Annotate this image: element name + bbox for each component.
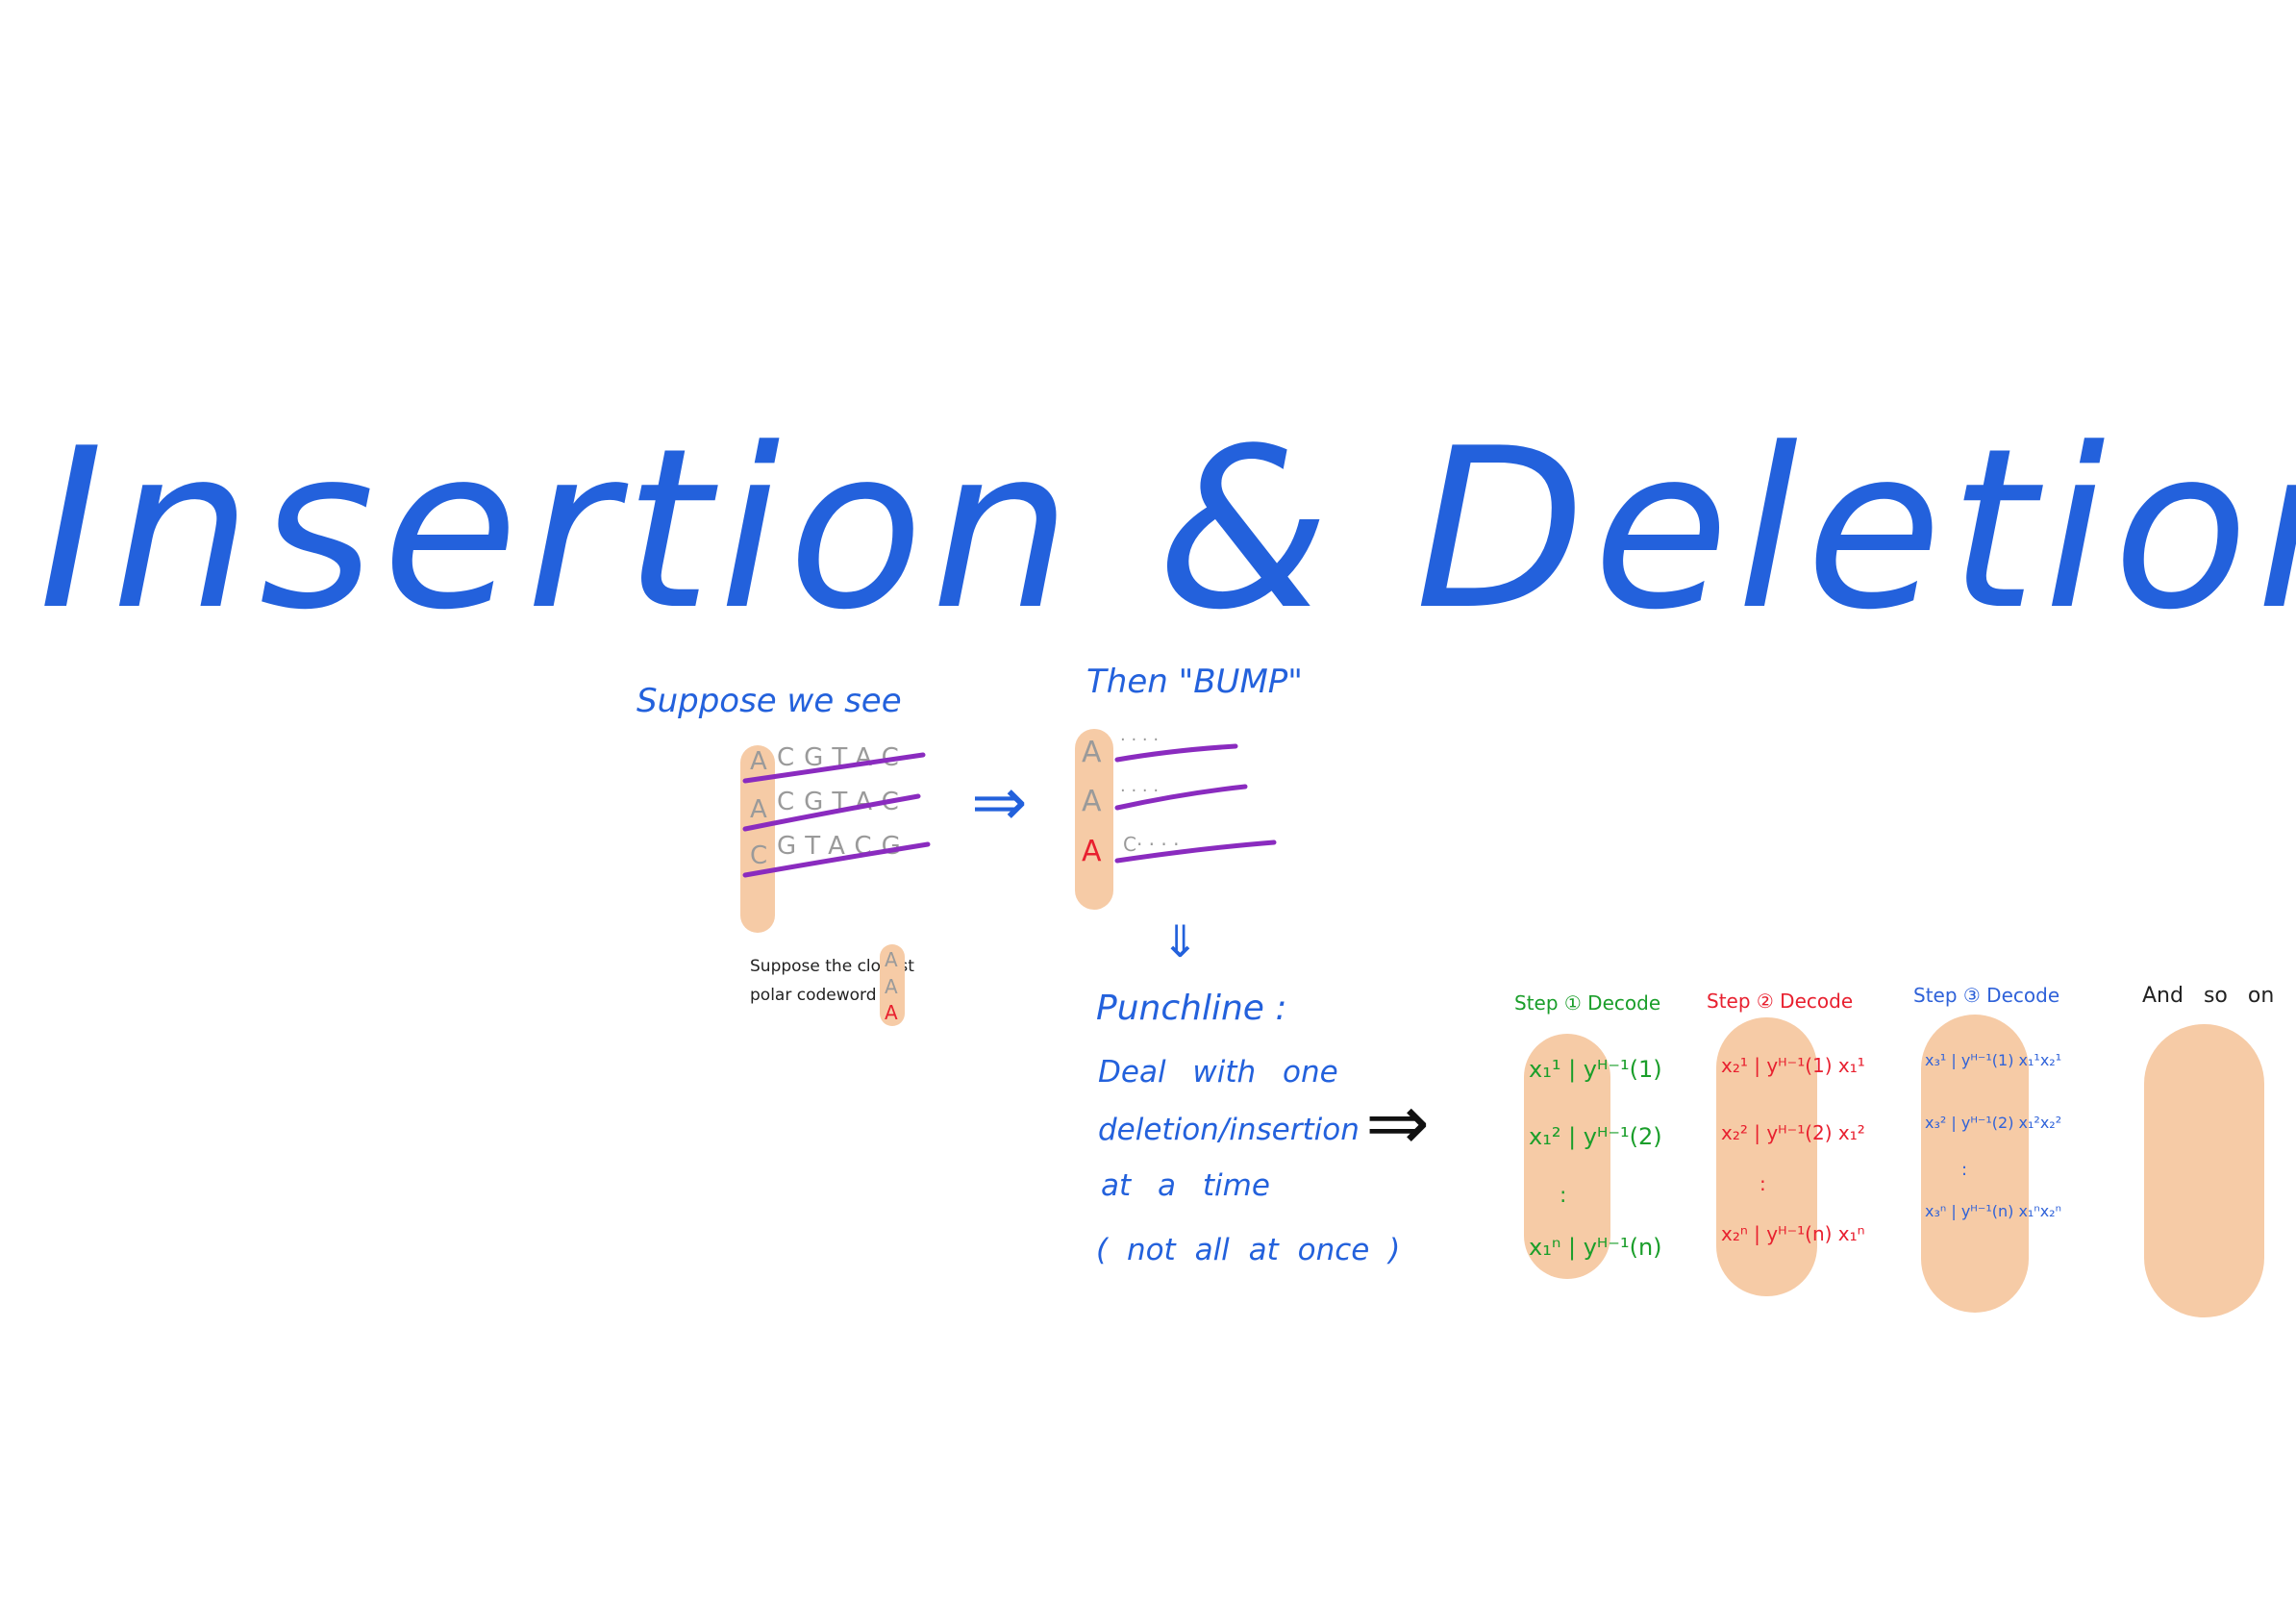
punchline-line-2: deletion/insertion bbox=[1098, 1113, 1360, 1147]
page-title: Insertion & Deletion bbox=[38, 402, 2296, 659]
bump-peach-column bbox=[1075, 729, 1113, 910]
step-1-row-3: : bbox=[1560, 1184, 1566, 1208]
left-row-3-first: C bbox=[750, 841, 767, 870]
bump-row-3-line bbox=[1114, 840, 1277, 864]
step-3-row-4: x₃ⁿ | yᴴ⁻¹(n) x₁ⁿx₂ⁿ bbox=[1925, 1202, 2061, 1220]
bump-row-2-first: A bbox=[1082, 785, 1102, 818]
step-3: Step ③ Decode x₃¹ | yᴴ⁻¹(1) x₁¹x₂¹ x₃² |… bbox=[1913, 984, 2061, 1313]
step-1-label: Step ① Decode bbox=[1514, 991, 1660, 1015]
left-note-line1: Suppose the closest bbox=[750, 957, 914, 976]
step-2-peach bbox=[1716, 1017, 1817, 1296]
step-2-row-1: x₂¹ | yᴴ⁻¹(1) x₁¹ bbox=[1721, 1054, 1865, 1077]
left-row-2-line bbox=[742, 793, 921, 832]
step-3-peach bbox=[1921, 1015, 2029, 1313]
step-1-row-4: x₁ⁿ | yᴴ⁻¹(n) bbox=[1529, 1234, 1662, 1261]
bump-row-2-line bbox=[1114, 784, 1248, 811]
bump-row-1-line bbox=[1114, 743, 1238, 763]
codeword-a-3: A bbox=[885, 1001, 898, 1024]
left-row-3-line bbox=[742, 841, 931, 878]
step-1: Step ① Decode x₁¹ | yᴴ⁻¹(1) x₁² | yᴴ⁻¹(2… bbox=[1514, 991, 1662, 1279]
left-row-3-rest: GTACG bbox=[777, 832, 911, 861]
punchline-line-3: at a time bbox=[1101, 1168, 1270, 1203]
step-3-row-3: : bbox=[1961, 1160, 1967, 1180]
implies-arrow-1: ⇒ bbox=[971, 763, 1028, 841]
left-note-line2: polar codeword is bbox=[750, 986, 895, 1005]
step-2: Step ② Decode x₂¹ | yᴴ⁻¹(1) x₁¹ x₂² | yᴴ… bbox=[1707, 990, 1865, 1296]
punchline-line-1: Deal with one bbox=[1098, 1055, 1338, 1090]
bump-row-2-rest: · · · · bbox=[1120, 781, 1159, 801]
step-2-row-4: x₂ⁿ | yᴴ⁻¹(n) x₁ⁿ bbox=[1721, 1222, 1865, 1245]
punchline-line-4: ( not all at once ) bbox=[1096, 1233, 1400, 1267]
step-2-label: Step ② Decode bbox=[1707, 990, 1853, 1013]
left-rows: A CGTAC A CGTAC C GTACG bbox=[742, 743, 931, 878]
step-2-row-3: : bbox=[1759, 1172, 1766, 1195]
bump-row-1-rest: · · · · bbox=[1120, 730, 1159, 750]
codeword-a-2: A bbox=[885, 975, 898, 998]
step-1-row-1: x₁¹ | yᴴ⁻¹(1) bbox=[1529, 1056, 1662, 1083]
step-3-label: Step ③ Decode bbox=[1913, 984, 2059, 1007]
step-3-row-1: x₃¹ | yᴴ⁻¹(1) x₁¹x₂¹ bbox=[1925, 1051, 2061, 1069]
bump-row-1-first: A bbox=[1082, 736, 1102, 769]
step-3-row-2: x₃² | yᴴ⁻¹(2) x₁²x₂² bbox=[1925, 1114, 2061, 1132]
codeword-peach bbox=[880, 944, 905, 1026]
step-4-peach bbox=[2144, 1024, 2264, 1317]
step-2-row-2: x₂² | yᴴ⁻¹(2) x₁² bbox=[1721, 1121, 1865, 1144]
left-peach-column bbox=[740, 745, 775, 933]
implies-arrow-2: ⇒ bbox=[1365, 1078, 1430, 1167]
left-heading: Suppose we see bbox=[636, 682, 902, 720]
bump-row-3-first: A bbox=[1082, 835, 1102, 868]
step-4: And so on bbox=[2142, 984, 2274, 1317]
step-1-row-2: x₁² | yᴴ⁻¹(2) bbox=[1529, 1123, 1662, 1150]
step-4-label: And so on bbox=[2142, 984, 2274, 1008]
punchline-heading: Punchline : bbox=[1096, 989, 1287, 1028]
codeword-a-1: A bbox=[885, 948, 898, 971]
left-row-1-line bbox=[742, 752, 926, 784]
left-row-2-first: A bbox=[750, 795, 767, 824]
left-row-1-first: A bbox=[750, 747, 767, 776]
down-arrow: ⇓ bbox=[1161, 915, 1199, 967]
bump-heading: Then "BUMP" bbox=[1086, 663, 1303, 701]
step-1-peach bbox=[1524, 1034, 1610, 1279]
